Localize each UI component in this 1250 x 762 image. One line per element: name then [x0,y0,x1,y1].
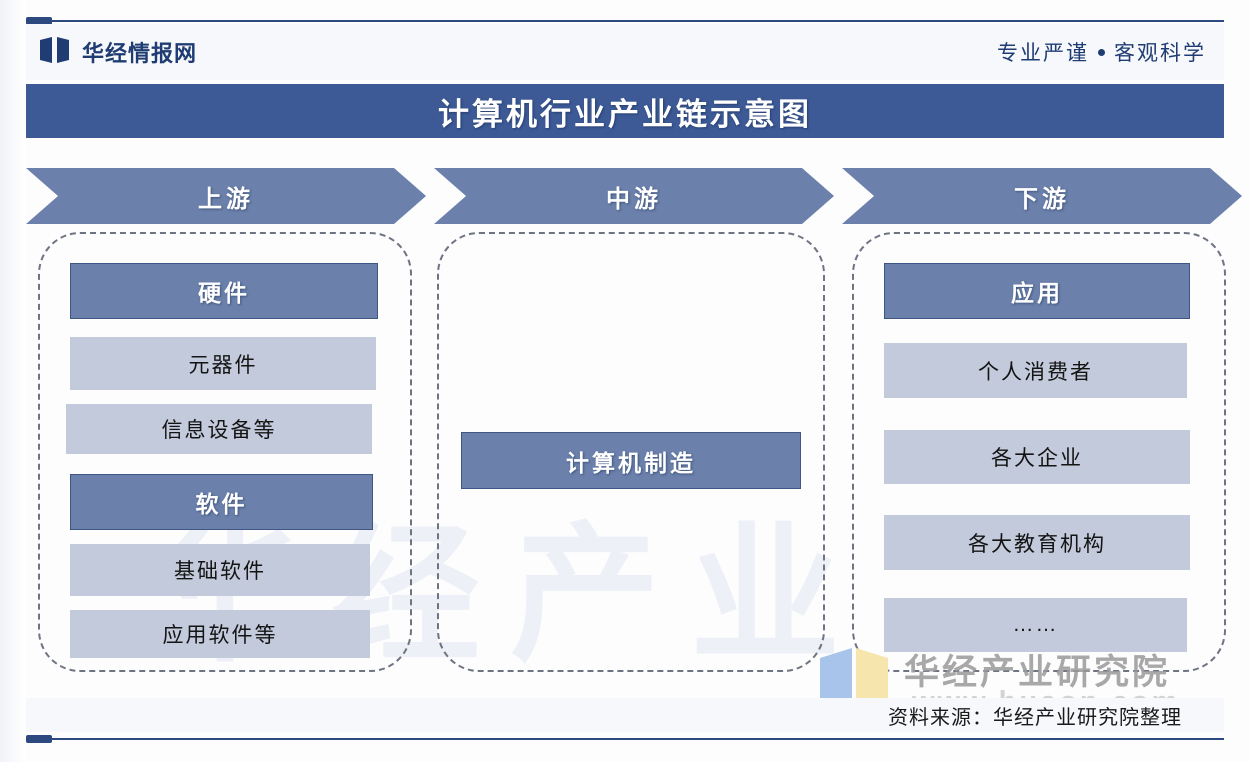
page-title: 计算机行业产业链示意图 [438,96,812,132]
downstream-node-education-institutions[interactable]: 各大教育机构 [884,515,1190,570]
brand-bar: 华经情报网 专业严谨 客观科学 [26,24,1224,80]
tagline-left: 专业严谨 [997,42,1089,65]
source-text: 资料来源：华经产业研究院整理 [888,706,1182,729]
left-edge-tint [0,0,26,762]
downstream-node-individual-consumers[interactable]: 个人消费者 [884,343,1187,398]
midstream-group-outline [437,232,825,672]
downstream-group-outline [852,232,1226,672]
upstream-node-info-equipment[interactable]: 信息设备等 [66,404,372,454]
bottom-rule [26,735,1224,743]
stage-label-upstream: 上游 [198,185,254,213]
open-book-icon [40,36,70,68]
top-rule [26,17,1224,25]
upstream-node-basic-software[interactable]: 基础软件 [70,544,370,596]
tagline-separator-dot [1098,48,1105,56]
downstream-node-others[interactable]: …… [884,598,1187,652]
stage-chevrons: 上游 中游 下游 [26,168,1224,224]
upstream-node-application-software[interactable]: 应用软件等 [70,610,370,658]
upstream-group-outline [38,232,412,672]
midstream-node-computer-manufacturing[interactable]: 计算机制造 [461,432,801,489]
upstream-node-components[interactable]: 元器件 [70,337,376,390]
brand-name: 华经情报网 [82,41,198,66]
stage-chevron-midstream[interactable]: 中游 [434,168,834,224]
downstream-node-application[interactable]: 应用 [884,263,1190,319]
title-band: 计算机行业产业链示意图 [26,84,1224,138]
tagline: 专业严谨 客观科学 [997,37,1206,67]
stage-label-midstream: 中游 [606,185,662,213]
source-bar: 资料来源：华经产业研究院整理 [26,698,1224,732]
stage-chevron-downstream[interactable]: 下游 [842,168,1242,224]
tagline-right: 客观科学 [1114,42,1206,65]
upstream-node-software[interactable]: 软件 [70,474,373,530]
stage-label-downstream: 下游 [1014,185,1070,213]
stage-chevron-upstream[interactable]: 上游 [26,168,426,224]
brand[interactable]: 华经情报网 [40,36,197,68]
downstream-node-major-enterprises[interactable]: 各大企业 [884,430,1190,484]
upstream-node-hardware[interactable]: 硬件 [70,263,378,319]
top-rule-cap [26,17,52,25]
bottom-rule-cap [26,735,52,743]
